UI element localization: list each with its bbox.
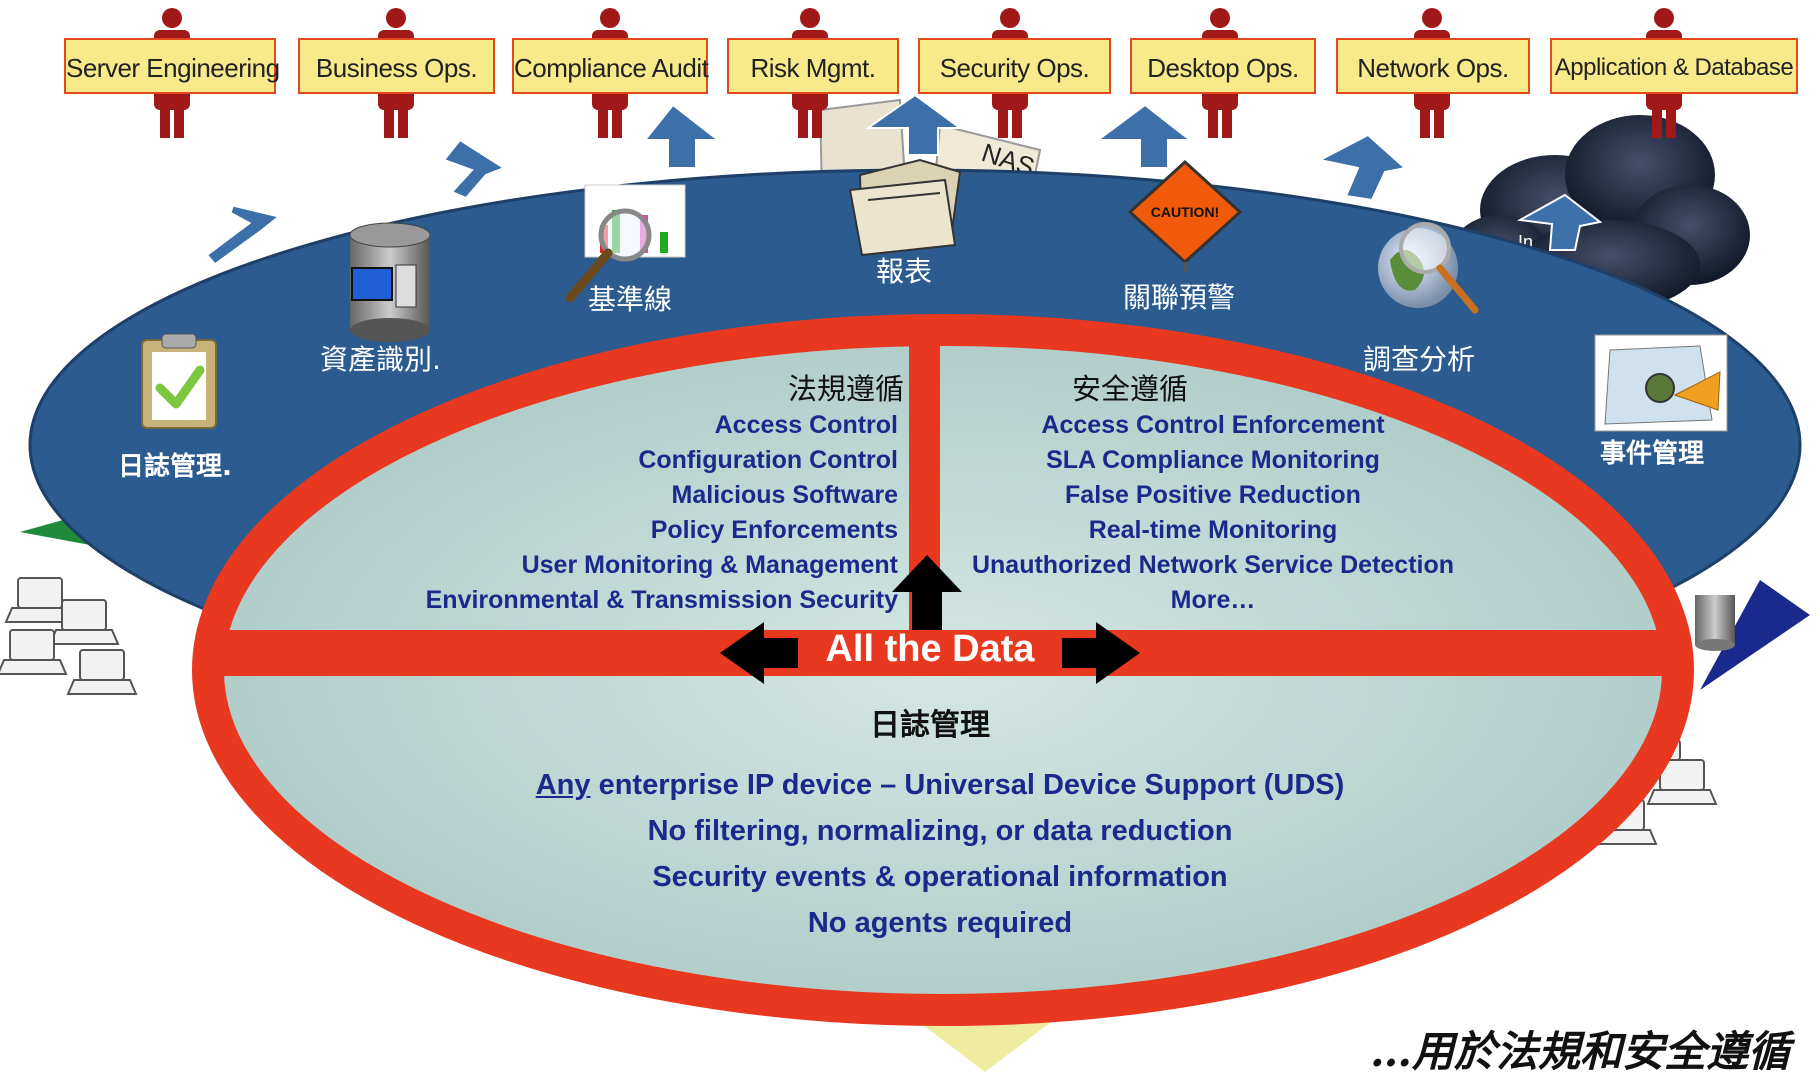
ring-label-investigation: 調查分析 (1363, 343, 1476, 376)
dept-risk-mgmt: Risk Mgmt. (727, 38, 899, 94)
database-server-icon (349, 222, 431, 342)
compliance-item: Environmental & Transmission Security (425, 586, 898, 614)
caution-sign-label: CAUTION! (1151, 204, 1219, 220)
compliance-heading: 法規遵循 (788, 372, 905, 406)
log-management-item: No filtering, normalizing, or data reduc… (647, 815, 1233, 847)
security-item: SLA Compliance Monitoring (1046, 446, 1380, 474)
all-the-data-label: All the Data (825, 628, 1035, 670)
dept-network-ops: Network Ops. (1336, 38, 1530, 94)
ring-label-baseline: 基準線 (588, 283, 673, 316)
compliance-item: Malicious Software (671, 481, 898, 509)
navy-plane (1700, 580, 1810, 690)
dept-business-ops: Business Ops. (298, 38, 495, 94)
security-item: Real-time Monitoring (1088, 516, 1338, 544)
log-management-item: Any enterprise IP device – Universal Dev… (380, 762, 1500, 808)
compliance-item: Configuration Control (638, 446, 898, 474)
ring-label-log-management: 日誌管理. (118, 452, 232, 482)
folder-icon (848, 158, 962, 257)
tagline: …用於法規和安全遵循 (1369, 1027, 1790, 1076)
compliance-item: User Monitoring & Management (521, 551, 898, 579)
log-management-item: Security events & operational informatio… (652, 861, 1228, 893)
all-data-arrows (720, 555, 1140, 684)
security-item: Unauthorized Network Service Detection (971, 551, 1455, 579)
security-item: Access Control Enforcement (1041, 411, 1385, 439)
caution-sign-icon: CAUTION! (1127, 159, 1243, 272)
log-management-list: Any enterprise IP device – Universal Dev… (380, 762, 1500, 946)
dept-compliance-audit: Compliance Audit (512, 38, 709, 94)
clipboard-check-icon (141, 333, 217, 429)
line1-rest: enterprise IP device – Universal Device … (590, 769, 1345, 801)
ring-label-reports: 報表 (876, 255, 933, 288)
horizontal-band (215, 630, 1675, 676)
upward-arrows (205, 93, 1603, 266)
dept-server-engineering: Server Engineering (64, 38, 280, 94)
log-management-heading: 日誌管理 (870, 708, 990, 743)
ring-label-correlation-alerts: 關聯預警 (1123, 281, 1236, 314)
server-cylinder-right (1695, 595, 1735, 651)
chart-magnifier-icon (565, 184, 686, 303)
dept-security-ops: Security Ops. (918, 38, 1111, 94)
laptop-cluster-left (0, 577, 138, 695)
ring-label-asset-identification: 資產識別. (320, 343, 441, 376)
map-compass-icon (1594, 334, 1728, 432)
security-list: Access Control Enforcement SLA Complianc… (948, 408, 1478, 618)
underlined-any: Any (535, 769, 591, 801)
compliance-list: Access Control Configuration Control Mal… (380, 408, 898, 618)
log-management-item: No agents required (807, 907, 1073, 939)
ring-label-incident-management: 事件管理 (1600, 439, 1705, 469)
compliance-item: Policy Enforcements (650, 516, 898, 544)
security-item: False Positive Reduction (1065, 481, 1361, 509)
security-item: More… (1170, 586, 1256, 614)
compliance-item: Access Control (714, 411, 898, 439)
globe-search-icon (1378, 222, 1479, 314)
security-heading: 安全遵循 (1072, 372, 1189, 406)
dept-desktop-ops: Desktop Ops. (1130, 38, 1316, 94)
red-band-ring (192, 314, 1694, 1026)
dept-application-database: Application & Database (1550, 38, 1798, 94)
